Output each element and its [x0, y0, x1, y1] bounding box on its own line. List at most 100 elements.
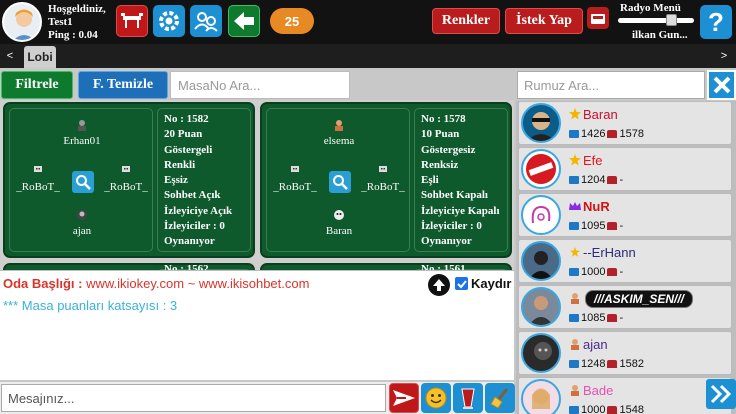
top-bar: Hoşgeldiniz, Test1 Ping : 0.04 25 Renkle…: [0, 0, 736, 44]
seat-bottom-name: ajan: [72, 225, 92, 237]
request-button[interactable]: İstek Yap: [505, 8, 583, 34]
table-room-button[interactable]: [116, 5, 148, 37]
table-seat-icon: [607, 222, 618, 230]
star-icon: [569, 154, 581, 166]
user-list-item[interactable]: --ErHann 1000 -: [518, 239, 732, 283]
room-spectators: İzleyiciler : 0: [164, 220, 225, 233]
tea-button[interactable]: [453, 383, 483, 413]
user-table: 1578: [619, 128, 644, 140]
close-icon: [713, 76, 730, 94]
robot-icon: [34, 166, 42, 172]
user-score: 1095: [581, 220, 606, 232]
volume-slider[interactable]: [618, 14, 694, 26]
seat-right-name: _RoBoT_: [361, 181, 405, 193]
message-input[interactable]: Mesajınız...: [1, 384, 386, 412]
room-card[interactable]: Erhan01 _RoBoT_ _RoBoT_ ajan No : 1582 2…: [3, 102, 255, 258]
user-icon: [571, 339, 579, 350]
radio-toggle-button[interactable]: [587, 7, 609, 29]
user-name: --ErHann: [583, 245, 636, 260]
check-icon: [456, 279, 467, 288]
table-search-input[interactable]: MasaNo Ara...: [170, 71, 350, 99]
send-button[interactable]: [389, 383, 419, 413]
nickname-search-input[interactable]: Rumuz Ara...: [517, 71, 705, 99]
back-button[interactable]: [228, 5, 260, 37]
user-list-item[interactable]: NuR 1095 -: [518, 193, 732, 237]
user-list-item[interactable]: ///ASKIM_SEN/// 1085 -: [518, 285, 732, 329]
user-name-text: ///ASKIM_SEN///: [594, 292, 685, 306]
auto-scroll-checkbox[interactable]: [455, 277, 468, 290]
tab-prev-arrow[interactable]: <: [6, 50, 14, 62]
scroll-up-button[interactable]: [428, 274, 450, 296]
magnifier-icon: [333, 175, 348, 190]
room-spectate: İzleyiciye Açık: [164, 204, 233, 217]
clear-filter-button[interactable]: F. Temizle: [78, 71, 168, 99]
room-card[interactable]: No : 1561: [260, 263, 512, 270]
room-points: 20 Puan: [164, 128, 203, 141]
radio-menu: Radyo Menü ilkan Gun...: [586, 2, 696, 42]
emoji-button[interactable]: [421, 383, 451, 413]
expand-list-button[interactable]: [706, 379, 736, 409]
table-seat-icon: [607, 176, 618, 184]
arrow-up-icon: [433, 279, 445, 291]
user-table: 1548: [619, 404, 644, 414]
user-table: 1582: [619, 358, 644, 370]
room-card[interactable]: elsema _RoBoT_ _RoBoT_ Baran No : 1578 1…: [260, 102, 512, 258]
room-color: Renkli: [164, 158, 196, 171]
table-seat-icon: [607, 314, 618, 322]
tab-lobi[interactable]: Lobi: [24, 46, 56, 68]
close-search-button[interactable]: [707, 70, 736, 100]
tea-glass-icon: [461, 388, 475, 409]
watch-table-button[interactable]: [329, 171, 351, 193]
help-button[interactable]: ?: [700, 5, 732, 39]
send-icon: [393, 390, 415, 406]
user-score: 1000: [581, 266, 606, 278]
crown-icon: [569, 202, 581, 210]
table-icon: [121, 13, 143, 28]
volume-slider-handle[interactable]: [666, 14, 677, 26]
broom-icon: [490, 388, 509, 409]
tab-bar: < Lobi >: [0, 44, 736, 68]
player-avatar-icon: [77, 210, 87, 220]
user-name: Bade: [583, 383, 614, 398]
room-chat: Sohbet Kapalı: [421, 189, 488, 202]
tab-next-arrow[interactable]: >: [720, 50, 728, 62]
user-score: 1085: [581, 312, 606, 324]
clear-chat-button[interactable]: [485, 383, 515, 413]
seat-right-name: _RoBoT_: [104, 181, 148, 193]
user-name: ajan: [583, 337, 608, 352]
score-icon: [569, 222, 579, 230]
user-table: -: [619, 312, 624, 324]
colors-button[interactable]: Renkler: [432, 8, 500, 34]
filter-bar: Filtrele F. Temizle MasaNo Ara...: [0, 70, 514, 100]
greeting-text: Hoşgeldiniz,: [48, 3, 106, 15]
room-card[interactable]: No : 1562: [3, 263, 255, 270]
score-icon: [569, 130, 579, 138]
auto-scroll-toggle[interactable]: Kaydır: [455, 276, 511, 291]
chat-panel: Oda Başlığı : www.ikiokey.com ~ www.ikis…: [0, 270, 514, 380]
user-name: Efe: [583, 153, 603, 168]
arrow-left-icon: [234, 12, 254, 30]
user-avatar: [521, 241, 561, 281]
user-score: 1426: [581, 128, 606, 140]
table-seat-icon: [607, 268, 618, 276]
gear-icon: [159, 11, 179, 31]
room-pair: Eşli: [421, 174, 439, 187]
player-avatar-icon: [334, 210, 344, 220]
user-name: NuR: [583, 199, 610, 214]
user-stats: 1000 -: [569, 266, 623, 278]
user-list-item[interactable]: Efe 1204-: [518, 147, 732, 191]
user-table: -: [619, 266, 624, 278]
watch-table-button[interactable]: [72, 171, 94, 193]
settings-button[interactable]: [153, 5, 185, 37]
filter-button[interactable]: Filtrele: [1, 71, 73, 99]
user-avatar[interactable]: [2, 2, 42, 42]
room-indicator: Göstergesiz: [421, 143, 476, 156]
user-table: -: [619, 220, 624, 232]
friends-button[interactable]: [190, 5, 222, 37]
user-stats: 1426 1578: [569, 128, 644, 140]
users-icon: [194, 12, 218, 32]
